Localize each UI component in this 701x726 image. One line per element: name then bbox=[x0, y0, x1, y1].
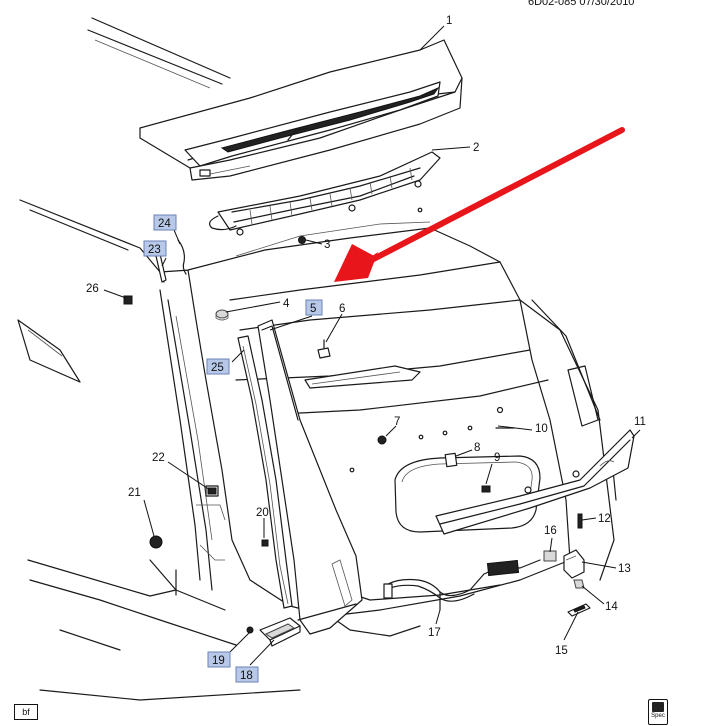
part-7-grommet bbox=[377, 435, 387, 445]
lamp-ribs bbox=[249, 167, 413, 225]
part-20-fastener bbox=[261, 539, 269, 547]
callout-7: 7 bbox=[394, 416, 400, 428]
callout-15: 15 bbox=[555, 645, 568, 657]
callout-1: 1 bbox=[446, 15, 452, 27]
callout-6: 6 bbox=[339, 303, 345, 315]
part-13-switch bbox=[563, 549, 585, 579]
part-11-license-trim bbox=[435, 429, 635, 535]
spec-book-icon: Spec bbox=[648, 699, 668, 725]
callout-2: 2 bbox=[473, 142, 479, 154]
part-19-bolt bbox=[246, 626, 254, 634]
part-3-fastener bbox=[298, 236, 306, 244]
callout-13: 13 bbox=[618, 563, 631, 575]
part-17-wiring-harness bbox=[383, 559, 541, 611]
diagram-code-header: 6D02-085 07/30/2010 bbox=[528, 0, 635, 8]
callout-14: 14 bbox=[605, 601, 618, 613]
callout-18: 18 bbox=[240, 670, 253, 682]
callout-23: 23 bbox=[148, 244, 161, 256]
part-25-molding-strip bbox=[237, 335, 293, 609]
leader-lines bbox=[103, 25, 641, 666]
part-18-latch bbox=[259, 617, 301, 647]
part-12-screw bbox=[577, 513, 583, 529]
callout-20: 20 bbox=[256, 507, 269, 519]
part-15-license-lamp bbox=[567, 603, 591, 617]
callout-25: 25 bbox=[211, 362, 224, 374]
part-6-pin bbox=[317, 339, 331, 359]
callout-26: 26 bbox=[86, 283, 99, 295]
part-23-strut bbox=[155, 253, 167, 283]
callout-21: 21 bbox=[128, 487, 141, 499]
callout-5: 5 bbox=[310, 303, 316, 315]
part-24-strut bbox=[177, 239, 187, 275]
callout-8: 8 bbox=[474, 442, 480, 454]
callout-3: 3 bbox=[324, 239, 330, 251]
part-1-spoiler bbox=[139, 39, 463, 181]
part-8-clip bbox=[444, 452, 458, 468]
callout-12: 12 bbox=[598, 513, 611, 525]
callout-10: 10 bbox=[535, 423, 548, 435]
part-4-bumper bbox=[215, 309, 229, 321]
callout-17: 17 bbox=[428, 627, 441, 639]
part-16-connector bbox=[543, 550, 557, 562]
callout-9: 9 bbox=[494, 452, 500, 464]
callout-24: 24 bbox=[158, 218, 171, 230]
part-21-grommet bbox=[149, 535, 163, 549]
red-indicator-arrow bbox=[334, 127, 625, 282]
spec-book-label: Spec bbox=[651, 713, 665, 719]
part-5-applique bbox=[257, 319, 363, 635]
callout-11: 11 bbox=[634, 416, 646, 428]
corner-tag: bf bbox=[14, 704, 38, 720]
callout-19: 19 bbox=[212, 655, 225, 667]
callout-highlights bbox=[143, 214, 323, 683]
callout-numbers: 1 2 3 4 5 6 7 8 9 10 11 12 13 14 15 16 1… bbox=[86, 15, 646, 682]
callout-22: 22 bbox=[152, 452, 165, 464]
part-9-screw bbox=[481, 485, 491, 493]
part-22-bracket bbox=[205, 485, 219, 497]
callout-4: 4 bbox=[283, 298, 290, 310]
part-2-high-mount-lamp bbox=[208, 151, 441, 236]
callout-16: 16 bbox=[544, 525, 557, 537]
